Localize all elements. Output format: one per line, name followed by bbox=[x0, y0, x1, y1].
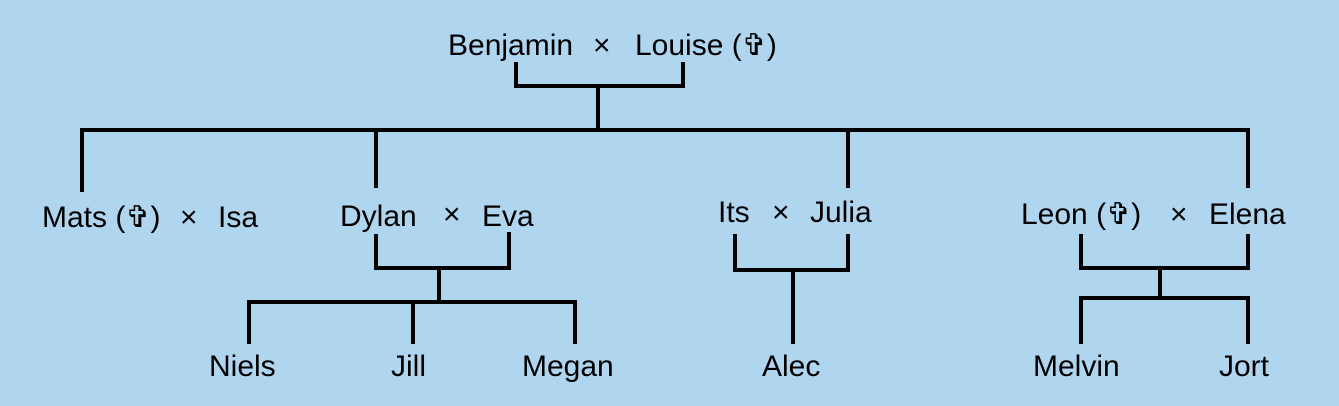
marriage-symbol: × bbox=[180, 201, 198, 234]
person-jort: Jort bbox=[1219, 350, 1270, 383]
person-louise: Louise (✞) bbox=[635, 29, 777, 62]
person-benjamin: Benjamin bbox=[448, 29, 573, 62]
person-eva: Eva bbox=[482, 200, 534, 233]
person-dylan: Dylan bbox=[340, 200, 417, 233]
marriage-symbol: × bbox=[772, 196, 790, 229]
person-isa: Isa bbox=[218, 201, 258, 234]
person-julia: Julia bbox=[810, 196, 872, 229]
person-jill: Jill bbox=[391, 350, 426, 383]
person-elena: Elena bbox=[1209, 198, 1286, 231]
person-niels: Niels bbox=[209, 350, 276, 383]
person-melvin: Melvin bbox=[1033, 350, 1120, 383]
marriage-symbol: × bbox=[1170, 198, 1188, 231]
marriage-symbol: × bbox=[593, 29, 611, 62]
connector-lines bbox=[80, 62, 1250, 344]
person-its: Its bbox=[718, 196, 750, 229]
marriage-symbol: × bbox=[443, 198, 461, 231]
person-mats: Mats (✞) bbox=[42, 201, 160, 234]
person-alec: Alec bbox=[762, 350, 820, 383]
person-megan: Megan bbox=[522, 350, 614, 383]
person-leon: Leon (✞) bbox=[1021, 198, 1141, 231]
